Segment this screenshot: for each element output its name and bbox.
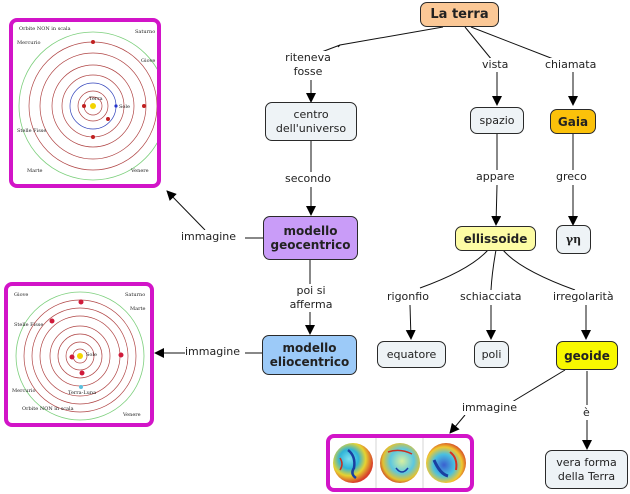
node-poli[interactable]: poli [474, 341, 509, 368]
link-e: è [583, 406, 590, 420]
node-la-terra[interactable]: La terra [420, 2, 499, 27]
geocentric-diagram: Orbite NON in scala Saturno Mercurio Gio… [17, 26, 157, 181]
link-secondo: secondo [285, 172, 331, 186]
geo-label-mercurio: Mercurio [17, 40, 41, 46]
image-geoid-globes[interactable] [326, 434, 474, 492]
node-vera-forma[interactable]: vera forma della Terra [545, 450, 628, 489]
helio-label-saturno: Saturno [125, 292, 145, 298]
node-vera-forma-label: vera forma della Terra [556, 455, 617, 483]
link-chiamata: chiamata [545, 58, 597, 72]
node-modello-eliocentrico[interactable]: modello eliocentrico [262, 335, 357, 375]
node-ellissoide[interactable]: ellissoide [455, 226, 536, 251]
link-immagine-elio: immagine [185, 345, 241, 359]
globe-3 [426, 443, 466, 483]
node-spazio[interactable]: spazio [470, 107, 524, 134]
geo-label-marte: Marte [27, 168, 43, 174]
helio-label-giove: Giove [14, 292, 28, 298]
node-la-terra-label: La terra [430, 6, 489, 22]
globe-2 [380, 443, 420, 483]
helio-label-marte: Marte [130, 306, 146, 312]
link-poi-si-afferma: poi si afferma [276, 284, 346, 312]
node-eliocentrico-label: modello eliocentrico [269, 341, 350, 369]
helio-title: Orbite NON in scala [22, 406, 74, 412]
link-riteneva-fosse: riteneva fosse [280, 51, 336, 79]
link-vista: vista [482, 58, 509, 72]
node-gh[interactable]: γη [556, 225, 591, 254]
node-gaia-label: Gaia [557, 114, 589, 129]
helio-label-sole: Sole [86, 352, 97, 358]
node-geocentrico-label: modello geocentrico [270, 224, 351, 252]
node-modello-geocentrico[interactable]: modello geocentrico [263, 216, 358, 260]
image-geocentric-model[interactable]: Orbite NON in scala Saturno Mercurio Gio… [9, 18, 161, 188]
globe-1 [333, 443, 373, 483]
geo-label-stelle: Stelle Fisse [17, 128, 46, 134]
node-gh-label: γη [565, 232, 582, 246]
link-appare: appare [476, 170, 515, 184]
node-equatore[interactable]: equatore [377, 341, 446, 368]
geo-label-terra: Terra [89, 96, 103, 102]
node-ellissoide-label: ellissoide [463, 231, 528, 246]
helio-label-terra-luna: Terra-Luna [68, 390, 96, 396]
helio-label-mercurio: Mercurio [12, 388, 36, 394]
geo-label-sole: Sole [119, 104, 130, 110]
node-centro-label: centro dell'universo [275, 107, 347, 135]
helio-label-stelle: Stelle Fisse [14, 322, 43, 328]
geo-label-venere: Venere [130, 168, 149, 174]
node-geoide[interactable]: geoide [556, 341, 618, 370]
node-geoide-label: geoide [564, 348, 610, 363]
link-immagine-geo: immagine [181, 230, 237, 244]
node-gaia[interactable]: Gaia [550, 109, 596, 134]
node-equatore-label: equatore [386, 347, 437, 361]
link-greco: greco [556, 170, 587, 184]
node-centro-universo[interactable]: centro dell'universo [265, 102, 357, 141]
node-poli-label: poli [481, 347, 502, 361]
link-schiacciata: schiacciata [460, 290, 522, 304]
node-spazio-label: spazio [479, 113, 515, 127]
geo-label-saturno: Saturno [135, 29, 155, 35]
image-heliocentric-model[interactable]: Giove Saturno Marte Stelle Fisse Sole Me… [4, 282, 154, 427]
geoid-globes [333, 438, 466, 488]
link-irregolarita: irregolarità [553, 290, 614, 304]
helio-label-venere: Venere [122, 412, 141, 418]
heliocentric-diagram: Giove Saturno Marte Stelle Fisse Sole Me… [12, 291, 146, 421]
geo-title: Orbite NON in scala [19, 26, 71, 32]
link-rigonfio: rigonfio [387, 290, 429, 304]
link-immagine-geoide: immagine [462, 401, 518, 415]
geo-label-giove: Giove [141, 58, 155, 64]
